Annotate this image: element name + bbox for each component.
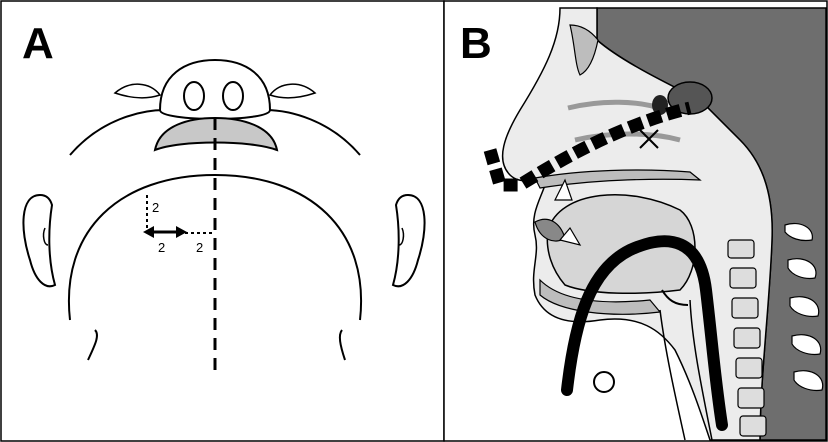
panel-a: 2 2 2 A [1, 1, 444, 441]
left-nostril [184, 82, 204, 110]
vertebra [738, 388, 764, 408]
right-nostril [223, 82, 243, 110]
dimension-label-horizontal: 2 [196, 240, 203, 255]
panel-a-label: A [22, 19, 54, 68]
vertebra [728, 240, 754, 258]
vertebra [736, 358, 762, 378]
dimension-label-vertical: 2 [152, 200, 159, 215]
panel-b: B [444, 1, 827, 441]
panel-b-label: B [460, 19, 492, 68]
circle-mark [594, 372, 614, 392]
dimension-label-arrow: 2 [158, 240, 165, 255]
vertebra [730, 268, 756, 288]
vertebra [740, 416, 766, 436]
vertebra [732, 298, 758, 318]
vertebra [734, 328, 760, 348]
